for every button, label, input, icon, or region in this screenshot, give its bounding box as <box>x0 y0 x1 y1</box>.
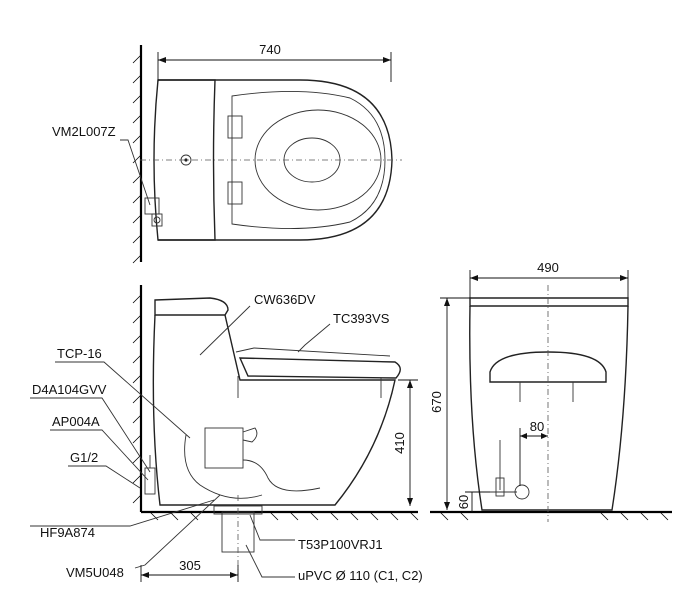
label-hf9a874: HF9A874 <box>40 525 95 540</box>
label-ap004a: AP004A <box>52 414 100 429</box>
top-view-hinge-upper <box>227 115 243 139</box>
dim-rough-in: 305 <box>179 558 201 573</box>
label-d4a104gvv: D4A104GVV <box>32 382 107 397</box>
label-tcp16: TCP-16 <box>57 346 102 361</box>
dim-supply-offset: 80 <box>530 419 544 434</box>
side-view-seat-cover <box>235 347 391 357</box>
side-view-wall-hatch <box>132 294 142 504</box>
front-view-seat <box>489 351 607 383</box>
label-g12: G1/2 <box>70 450 98 465</box>
side-view: 410 305 CW636DV TC393VS TCP-16 D4A104GVV… <box>30 285 423 583</box>
top-view-stop-valve <box>144 197 160 215</box>
leader-g12 <box>68 465 141 489</box>
leader-tcp16 <box>55 361 191 439</box>
dim-supply-height: 60 <box>456 495 471 509</box>
front-view-body <box>469 305 629 511</box>
side-view-supply-hose <box>242 459 321 492</box>
label-tc393vs: TC393VS <box>333 311 390 326</box>
top-view-wall-hatch <box>132 54 142 264</box>
leader-tc393vs <box>297 323 331 353</box>
side-view-floor-hatch <box>149 511 419 521</box>
leader-d4a104gvv <box>30 397 151 473</box>
leader-hf9a874 <box>30 499 215 527</box>
label-upvc: uPVC Ø 110 (C1, C2) <box>298 568 423 583</box>
label-cw636dv: CW636DV <box>254 292 316 307</box>
side-view-body <box>152 314 396 506</box>
side-view-flush-valve <box>204 427 244 469</box>
leader-t53p100vrj1 <box>249 514 295 541</box>
dim-seat-height: 410 <box>392 432 407 454</box>
front-view: 490 670 80 60 <box>429 260 672 522</box>
dim-front-width: 490 <box>537 260 559 275</box>
leader-ap004a <box>50 429 149 481</box>
top-view: 740 VM2L007Z <box>52 42 402 264</box>
dim-top-width: 740 <box>259 42 281 57</box>
leader-vm2l007z <box>120 139 151 206</box>
label-t53p100vrj1: T53P100VRJ1 <box>298 537 383 552</box>
front-view-valve-icon <box>514 484 530 500</box>
top-view-seat-inner <box>254 109 382 211</box>
dim-height: 670 <box>429 391 444 413</box>
top-view-seat-outline <box>231 91 386 229</box>
leader-vm5u048 <box>134 494 221 569</box>
side-view-trapway <box>184 434 263 499</box>
label-vm5u048: VM5U048 <box>66 565 124 580</box>
front-view-tank <box>469 297 629 307</box>
leader-upvc <box>245 544 295 578</box>
side-view-tank <box>154 297 229 316</box>
label-vm2l007z: VM2L007Z <box>52 124 116 139</box>
leader-cw636dv <box>199 305 251 356</box>
front-view-floor-hatch <box>439 511 669 521</box>
side-view-seat <box>238 357 401 379</box>
top-view-hinge-lower <box>227 181 243 205</box>
